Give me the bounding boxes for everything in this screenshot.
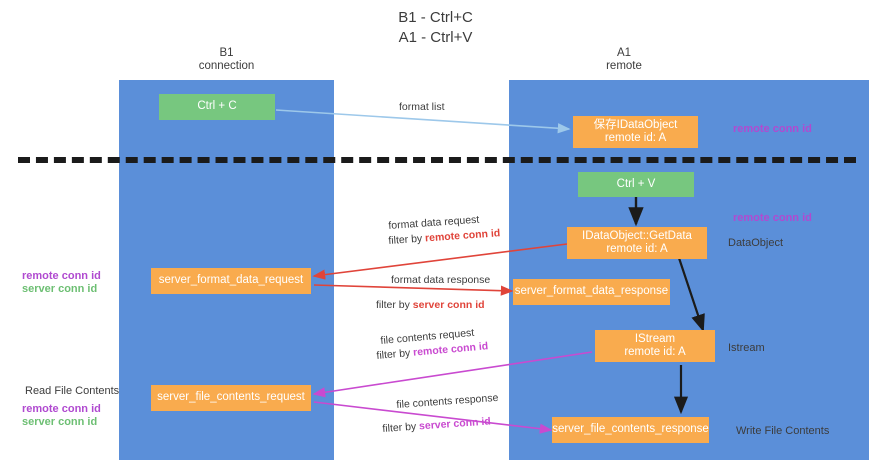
node-ctrl-c-label: Ctrl + C: [197, 100, 237, 113]
page-title: B1 - Ctrl+C A1 - Ctrl+V: [0, 8, 871, 48]
lane-a1-role: remote: [606, 60, 642, 72]
filter-prefix-2: filter by: [376, 299, 413, 311]
node-server-file-contents-response-label: server_file_contents_response: [552, 423, 709, 436]
lane-header-b1: B1 connection: [149, 47, 304, 73]
node-server-file-contents-request[interactable]: server_file_contents_request: [151, 385, 311, 411]
edge-label-format-data-response-filter: filter by server conn id: [376, 299, 485, 312]
node-server-format-data-response[interactable]: server_format_data_response: [513, 279, 670, 305]
node-server-format-data-response-label: server_format_data_response: [514, 285, 669, 298]
node-ctrl-v[interactable]: Ctrl + V: [578, 172, 694, 197]
filter-key-server-conn-id-1: server conn id: [412, 299, 485, 311]
annotation-read-file-contents: Read File Contents: [25, 385, 120, 397]
node-server-format-data-request-label: server_format_data_request: [158, 274, 304, 287]
title-line-2: A1 - Ctrl+V: [398, 29, 473, 46]
annotation-remote-conn-id-mid: remote conn id: [733, 212, 812, 224]
annotation-write-file-contents: Write File Contents: [736, 425, 830, 437]
node-idataobject-getdata[interactable]: IDataObject::GetData remote id: A: [567, 227, 707, 259]
node-save-idataobject-title: 保存IDataObject: [593, 118, 678, 131]
annotation-left-remote-conn-id-mid: remote conn id: [22, 270, 101, 282]
lane-header-a1: A1 remote: [544, 47, 704, 73]
node-save-idataobject[interactable]: 保存IDataObject remote id: A: [573, 116, 698, 148]
annotation-left-remote-conn-id-bottom: remote conn id: [22, 403, 101, 415]
annotation-left-server-conn-id-bottom: server conn id: [22, 416, 98, 428]
node-istream[interactable]: IStream remote id: A: [595, 330, 715, 362]
node-server-format-data-request[interactable]: server_format_data_request: [151, 268, 311, 294]
node-ctrl-v-label: Ctrl + V: [616, 177, 656, 190]
annotation-remote-conn-id-top: remote conn id: [733, 123, 812, 135]
node-save-idataobject-sub: remote id: A: [604, 132, 667, 144]
node-server-file-contents-response[interactable]: server_file_contents_response: [552, 417, 709, 443]
filter-prefix-3: filter by: [376, 346, 414, 362]
filter-prefix-1: filter by: [388, 232, 426, 247]
annotation-dataobject: DataObject: [728, 237, 784, 249]
lane-a1-name: A1: [616, 47, 632, 59]
node-istream-title: IStream: [634, 332, 676, 345]
node-ctrl-c[interactable]: Ctrl + C: [159, 94, 275, 120]
filter-prefix-4: filter by: [382, 420, 420, 435]
title-line-1: B1 - Ctrl+C: [398, 9, 473, 26]
node-getdata-sub: remote id: A: [606, 243, 668, 255]
edge-label-format-data-response: format data response: [391, 274, 491, 286]
node-server-file-contents-request-label: server_file_contents_request: [157, 391, 305, 404]
lane-b1-role: connection: [198, 60, 255, 72]
annotation-left-server-conn-id-mid: server conn id: [22, 283, 98, 295]
annotation-istream: Istream: [728, 342, 765, 354]
node-istream-sub: remote id: A: [624, 346, 686, 358]
edge-label-format-list: format list: [399, 101, 445, 113]
lane-b1-name: B1: [219, 47, 234, 59]
node-getdata-title: IDataObject::GetData: [582, 229, 692, 242]
phase-divider: [18, 157, 856, 163]
